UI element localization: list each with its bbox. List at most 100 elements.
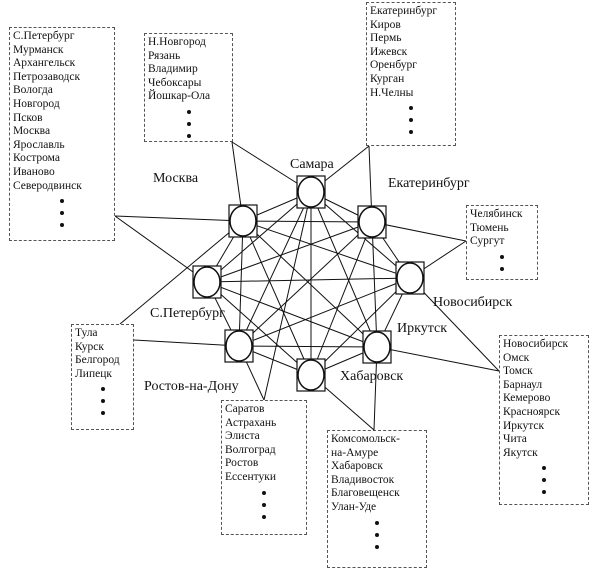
edge-samara-spb (206, 191, 312, 283)
dot-icon (60, 199, 64, 204)
edge-samara-rostov (238, 191, 312, 347)
node-circle (396, 262, 424, 294)
node-spb (192, 265, 222, 299)
dot-icon (375, 520, 379, 525)
edge-novosibirsk-rostov (238, 277, 411, 347)
city-list-item: Мурманск (13, 43, 64, 56)
city-list-item: Иваново (13, 165, 55, 178)
city-list-item: Н.Новгород (148, 36, 206, 48)
city-list-item: Томск (503, 365, 533, 378)
city-list-item: Благовещенск (331, 487, 400, 500)
node-circle (225, 330, 253, 362)
city-list-item: Владивосток (331, 473, 395, 486)
city-list-item: Ростов (225, 457, 259, 470)
city-list-item: Курган (370, 72, 405, 85)
node-label-spb: С.Петербург (150, 306, 225, 321)
node-shapes (192, 175, 425, 392)
dot-icon (375, 544, 379, 549)
city-list-item: Пермь (370, 32, 402, 45)
node-rostov (224, 329, 254, 363)
city-list-item: Йошкар-Ола (148, 90, 211, 103)
edge-ekaterinburg-spb (206, 221, 373, 283)
dot-icon (409, 118, 413, 123)
node-label-rostov: Ростов-на-Дону (144, 379, 239, 394)
city-list-item: Челябинск (470, 208, 523, 220)
feeder-edge-spb (114, 215, 208, 283)
edge-khabarovsk-moskva (242, 220, 312, 376)
dot-icon (60, 223, 64, 228)
feeder-edge-samara (263, 191, 312, 401)
dot-icon (500, 266, 504, 271)
node-circle (193, 266, 221, 298)
city-list-item: Белгород (75, 354, 120, 367)
dot-icon (409, 130, 413, 135)
feeder-edge-rostov (133, 339, 240, 347)
city-list-item: Тула (75, 327, 98, 339)
ellipsis-dots (13, 199, 111, 228)
node-moskva (228, 204, 258, 238)
dot-icon (100, 399, 105, 404)
node-circle (363, 331, 391, 363)
dot-icon (60, 211, 64, 216)
city-list-item: Н.Челны (370, 86, 414, 99)
ellipsis-dots (225, 490, 303, 519)
city-list-item: Киров (370, 18, 401, 31)
city-list-item: Улан-Уде (331, 500, 377, 513)
node-label-novosibirsk: Новосибирск (433, 295, 513, 310)
node-novosibirsk (395, 261, 425, 295)
city-list-item: Северодвинск (13, 179, 82, 192)
feeder-edge-novosibirsk (409, 277, 500, 372)
city-list-item: Петрозаводск (13, 70, 81, 83)
ellipsis-dots (75, 387, 130, 416)
dot-icon (100, 411, 105, 416)
dot-icon (542, 490, 546, 495)
node-circle (297, 176, 325, 208)
dot-icon (409, 106, 413, 111)
city-list-item: Вологда (13, 84, 53, 97)
city-list-item: Оренбург (370, 59, 417, 72)
city-list-item: Ярославль (13, 138, 65, 151)
city-list-item: Чебоксары (148, 76, 202, 89)
dot-icon (186, 109, 191, 114)
city-list-item: Москва (13, 125, 51, 138)
dot-icon (262, 502, 266, 507)
node-label-irkutsk: Иркутск (397, 321, 448, 336)
ellipsis-dots (331, 520, 423, 549)
city-list-item: Омск (503, 351, 530, 364)
node-label-moskva: Москва (153, 171, 199, 186)
city-list-item: Якутск (503, 446, 538, 459)
ellipsis-dots (470, 254, 534, 271)
node-samara (296, 175, 326, 209)
city-list-item: Екатеринбург (370, 5, 438, 17)
ellipsis-dots (370, 106, 452, 135)
city-list-item: Рязань (148, 49, 181, 62)
node-circle (358, 206, 386, 238)
node-label-khabarovsk: Хабаровск (340, 369, 404, 384)
city-list-item: Новгород (13, 97, 60, 110)
city-list-item: на-Амуре (331, 446, 379, 459)
feeder-edge-moskva (114, 215, 244, 222)
dot-icon (542, 478, 546, 483)
city-list-item: Тюмень (470, 221, 509, 234)
city-list-item: Комсомольск- (331, 433, 400, 445)
node-ekaterinburg (357, 205, 387, 239)
dot-icon (186, 133, 191, 138)
feeder-edge-ekaterinburg (371, 221, 467, 242)
ellipsis-dots (503, 466, 585, 495)
city-list-item: Архангельск (13, 57, 76, 70)
node-circle (229, 205, 257, 237)
dot-icon (262, 514, 266, 519)
edge-novosibirsk-moskva (242, 220, 411, 279)
city-list-item: Красноярск (503, 405, 561, 418)
city-list-item: Барнаул (503, 378, 543, 391)
city-list-item: С.Петербург (13, 30, 75, 42)
edge-irkutsk-spb (206, 281, 378, 348)
city-list-item: Астрахань (225, 416, 277, 429)
